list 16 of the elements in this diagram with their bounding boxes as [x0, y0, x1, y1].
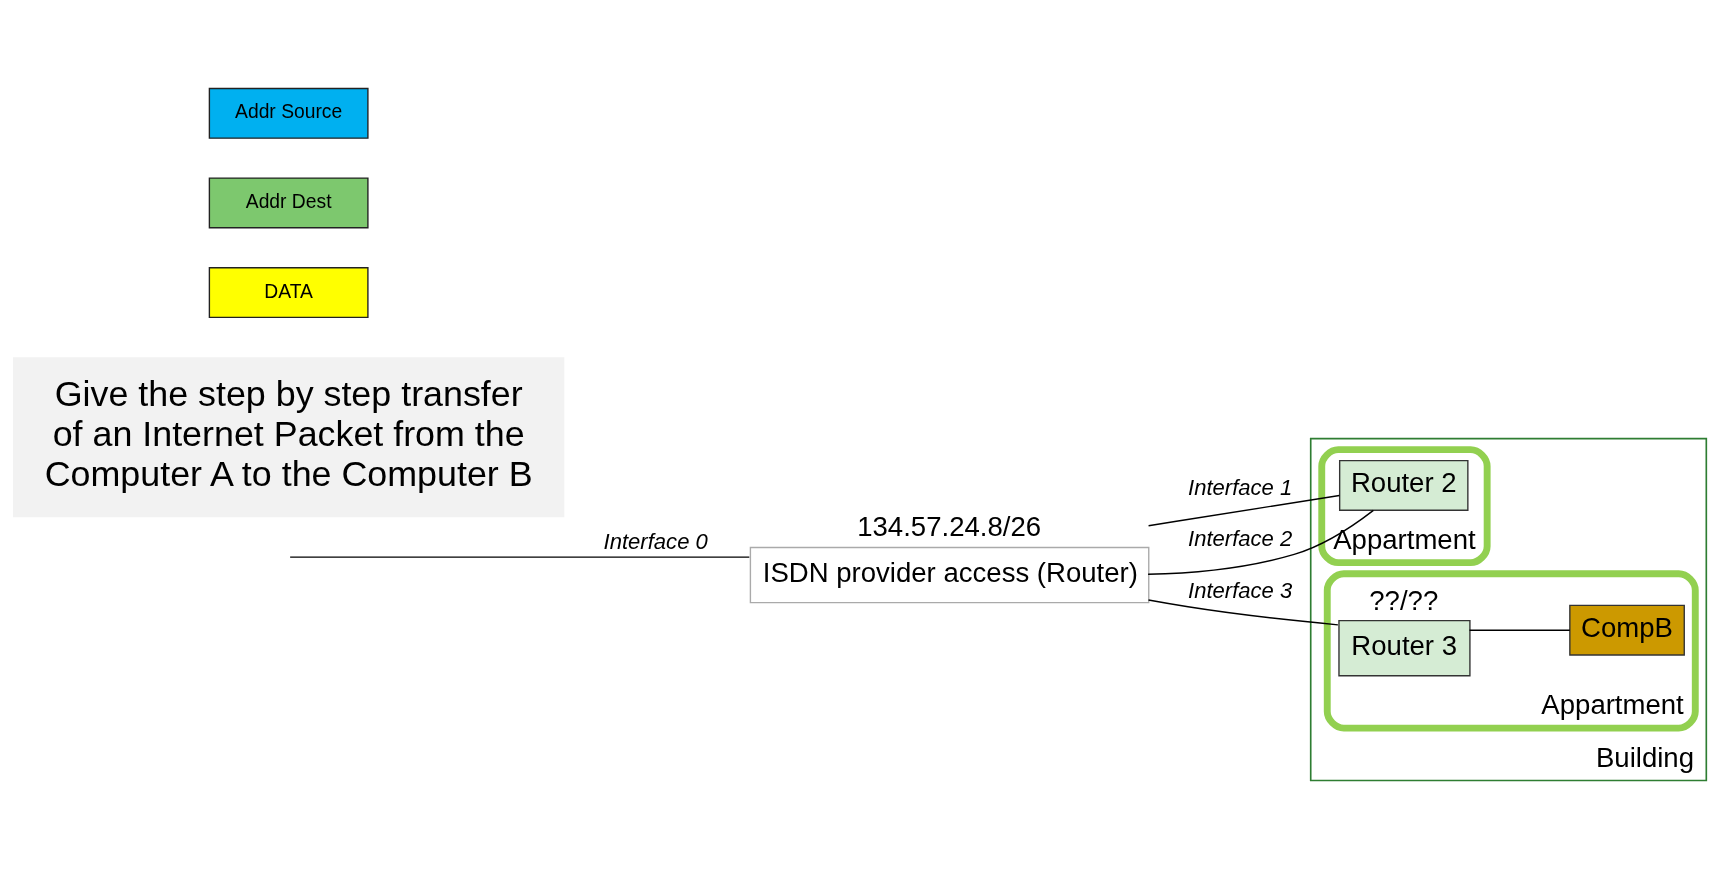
connector [1468, 629, 1571, 631]
edge-label: Interface 1 [1188, 474, 1293, 500]
connector [1147, 494, 1341, 526]
node-label: ??/?? [1369, 584, 1439, 616]
connector [1147, 598, 1339, 625]
edge-label: Interface 0 [603, 528, 708, 554]
node-box: CompB [1569, 604, 1685, 656]
connector [1147, 509, 1375, 575]
connector [289, 555, 750, 558]
node-box: Router 2 [1338, 459, 1469, 511]
edge-label: Interface 3 [1188, 577, 1293, 603]
node-label: 134.57.24.8/26 [857, 510, 1042, 542]
node-box: Addr Source [208, 87, 369, 139]
node-box: DATA [208, 266, 369, 318]
node-box: Addr Dest [208, 176, 369, 228]
edge-label: Interface 2 [1188, 525, 1293, 551]
